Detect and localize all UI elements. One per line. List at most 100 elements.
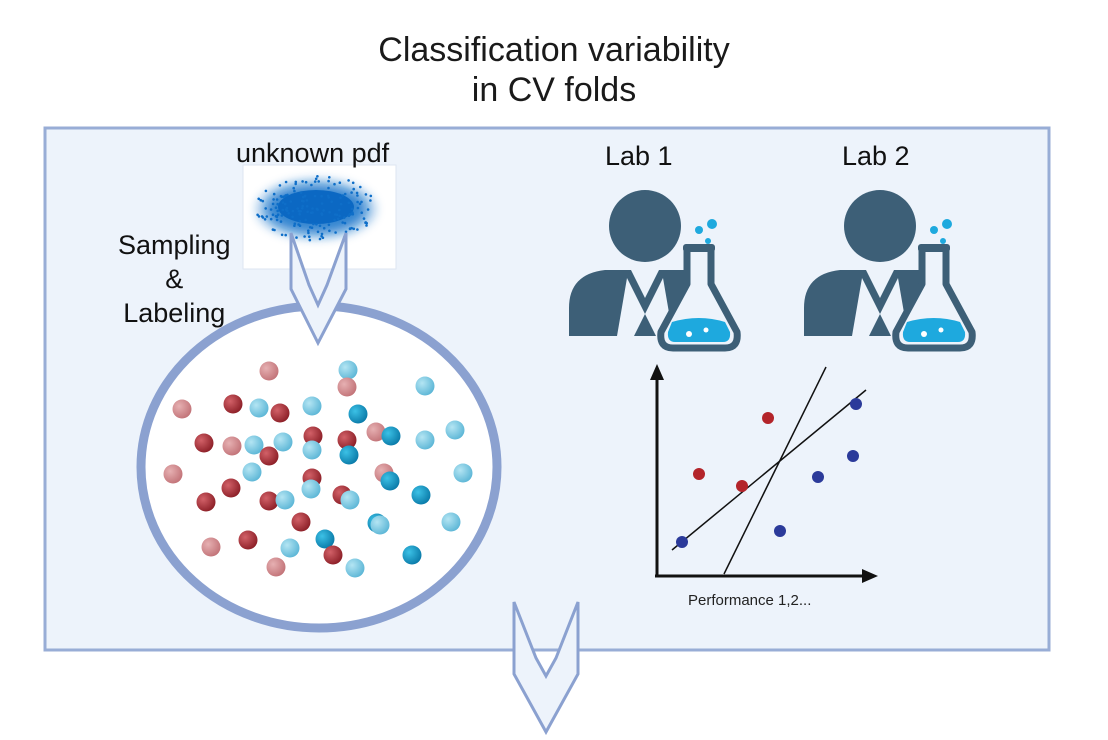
lab2-scientist-icon [804, 190, 976, 352]
cloud-speckle [328, 229, 331, 233]
cloud-speckle [264, 207, 268, 210]
sample-point-dark-red [223, 394, 243, 414]
sample-point-light-blue [415, 376, 435, 396]
cloud-speckle [298, 212, 302, 216]
cloud-speckle [350, 191, 353, 194]
cloud-speckle [272, 192, 276, 196]
cloud-speckle [369, 199, 372, 202]
sample-point-light-blue [415, 430, 435, 450]
sample-point-dark-red [291, 512, 311, 532]
sample-point-dark-red [323, 545, 343, 565]
cloud-speckle [261, 216, 265, 219]
cloud-speckle [362, 217, 366, 220]
cloud-speckle [308, 235, 311, 238]
sample-points [163, 360, 473, 578]
cloud-speckle [265, 215, 269, 218]
cloud-speckle [352, 227, 356, 231]
sample-point-light-blue [242, 462, 262, 482]
cloud-speckle [320, 234, 323, 238]
cloud-speckle [257, 197, 261, 201]
cloud-speckle [305, 205, 309, 208]
sample-point-light-blue [453, 463, 473, 483]
cloud-speckle [307, 231, 310, 235]
cloud-speckle [306, 210, 310, 214]
cloud-speckle [304, 218, 308, 222]
flask-icon [657, 219, 741, 352]
cloud-speckle [328, 211, 331, 214]
cloud-speckle [275, 215, 279, 219]
cloud-speckle [320, 232, 324, 236]
title-line-1: Classification variability [378, 31, 730, 69]
cloud-speckle [356, 200, 359, 204]
cloud-speckle [322, 226, 326, 230]
cloud-speckle [313, 194, 317, 198]
performance-plot [650, 364, 878, 583]
cloud-speckle [281, 201, 285, 204]
sample-population-ellipse [136, 301, 502, 633]
sample-point-light-blue [301, 479, 321, 499]
cloud-speckle [301, 180, 304, 183]
cloud-speckle [284, 180, 288, 184]
cloud-speckle [280, 233, 284, 237]
sample-point-light-blue [445, 420, 465, 440]
sample-point-light-blue [370, 515, 390, 535]
plot-point-red [693, 468, 705, 480]
sample-point-light-blue [244, 435, 264, 455]
cloud-speckle [310, 183, 313, 187]
cloud-speckle [289, 200, 293, 203]
cloud-speckle [296, 207, 300, 210]
cloud-speckle [334, 231, 337, 234]
cloud-speckle [313, 180, 317, 183]
sample-point-dark-red [337, 430, 357, 450]
plot-point-blue [774, 525, 786, 537]
cloud-speckle [333, 182, 336, 186]
cloud-speckle [256, 213, 259, 217]
cloud-speckle [320, 194, 323, 198]
cloud-speckle [287, 212, 291, 215]
cloud-speckle [276, 202, 280, 206]
cloud-speckle [276, 209, 280, 213]
sample-point-dark-blue [402, 545, 422, 565]
cloud-speckle [360, 200, 363, 204]
cloud-speckle [356, 228, 359, 231]
cloud-speckle [293, 224, 296, 227]
cloud-speckle [315, 223, 318, 226]
cloud-speckle [328, 176, 331, 179]
sample-point-dark-red [194, 433, 214, 453]
cloud-speckle [298, 219, 302, 223]
cloud-speckle [316, 208, 319, 211]
sample-point-light-blue [441, 512, 461, 532]
cloud-speckle [298, 210, 301, 213]
cloud-speckle [356, 206, 360, 210]
cloud-speckle [320, 202, 324, 205]
sample-point-light-red [172, 399, 192, 419]
sample-point-light-red [222, 436, 242, 456]
cloud-speckle [351, 181, 355, 185]
sample-point-light-blue [345, 558, 365, 578]
cloud-speckle [356, 194, 359, 197]
cloud-speckle [303, 235, 306, 238]
cloud-speckle [283, 202, 287, 206]
cloud-speckle [307, 229, 310, 232]
cloud-speckle [271, 202, 275, 206]
cloud-speckle [279, 194, 283, 198]
sample-point-dark-blue [348, 404, 368, 424]
cloud-speckle [347, 179, 350, 182]
cloud-speckle [338, 214, 341, 218]
cloud-speckle [327, 186, 330, 190]
cloud-speckle [269, 217, 273, 221]
sample-point-light-blue [249, 398, 269, 418]
cloud-speckle [275, 218, 279, 222]
cloud-speckle [261, 199, 265, 203]
cloud-speckle [341, 194, 345, 197]
lab2-label: Lab 2 [842, 141, 910, 171]
cloud-speckle [318, 224, 322, 228]
cloud-speckle [304, 180, 308, 184]
sample-point-light-blue [340, 490, 360, 510]
sample-point-dark-red [259, 446, 279, 466]
cloud-speckle [293, 222, 297, 225]
sample-point-dark-red [303, 426, 323, 446]
cloud-speckle [273, 228, 276, 232]
cloud-speckle [259, 198, 263, 202]
